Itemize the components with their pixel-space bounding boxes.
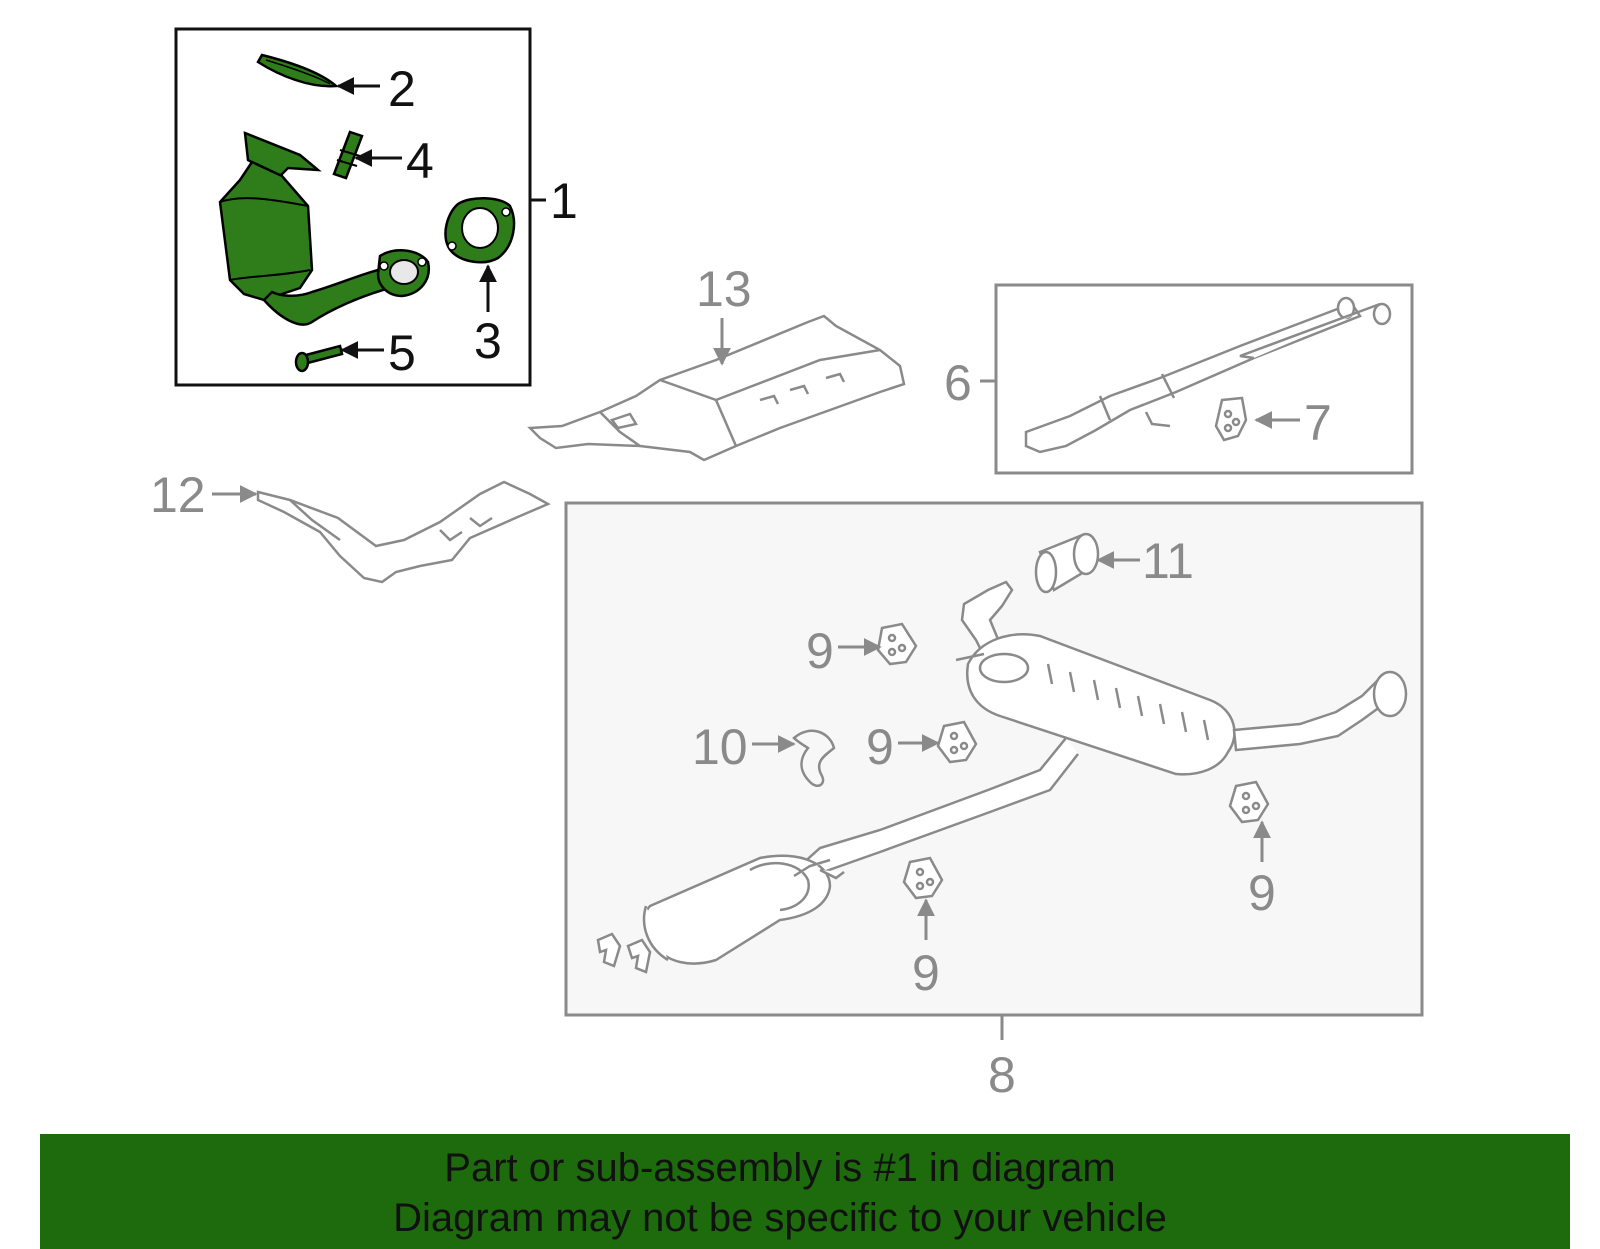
callout-10: 10 (692, 719, 748, 775)
brackets-icon (596, 932, 652, 974)
callout-9-c: 9 (1248, 865, 1276, 921)
banner-line-2: Diagram may not be specific to your vehi… (393, 1196, 1167, 1240)
callout-4: 4 (406, 133, 434, 189)
hanger-9-icon (936, 720, 978, 764)
exhaust-tip-11-icon (1034, 532, 1100, 594)
flange-gasket-3-icon (444, 197, 516, 264)
catalytic-converter-1-icon (218, 131, 431, 326)
hanger-9-icon (902, 856, 944, 900)
heat-shield-12-icon (256, 480, 551, 584)
callout-3: 3 (474, 313, 502, 369)
callout-6: 6 (944, 355, 972, 411)
info-banner: Part or sub-assembly is #1 in diagram Di… (40, 1134, 1570, 1249)
rear-muffler-icon (798, 580, 1408, 878)
front-pipe-6-icon (1024, 296, 1392, 454)
callout-13: 13 (696, 261, 752, 317)
clamp-10-icon (792, 729, 836, 787)
gasket-2-icon (256, 53, 340, 88)
callout-12: 12 (150, 467, 206, 523)
hanger-9-icon (1228, 780, 1270, 824)
callout-2: 2 (388, 61, 416, 117)
callout-1: 1 (550, 173, 578, 229)
callout-9-d: 9 (912, 945, 940, 1001)
hanger-7-icon (1214, 396, 1248, 442)
stud-4-icon (332, 130, 364, 180)
banner-line-1: Part or sub-assembly is #1 in diagram (444, 1146, 1116, 1190)
callout-5: 5 (388, 325, 416, 381)
callout-8: 8 (988, 1047, 1016, 1103)
callout-9-a: 9 (806, 623, 834, 679)
callout-7: 7 (1304, 395, 1332, 451)
hanger-9-icon (876, 622, 918, 666)
callout-11: 11 (1142, 533, 1194, 589)
front-muffler-icon (642, 854, 845, 965)
heat-shield-13-icon (527, 314, 906, 462)
callout-9-b: 9 (866, 719, 894, 775)
